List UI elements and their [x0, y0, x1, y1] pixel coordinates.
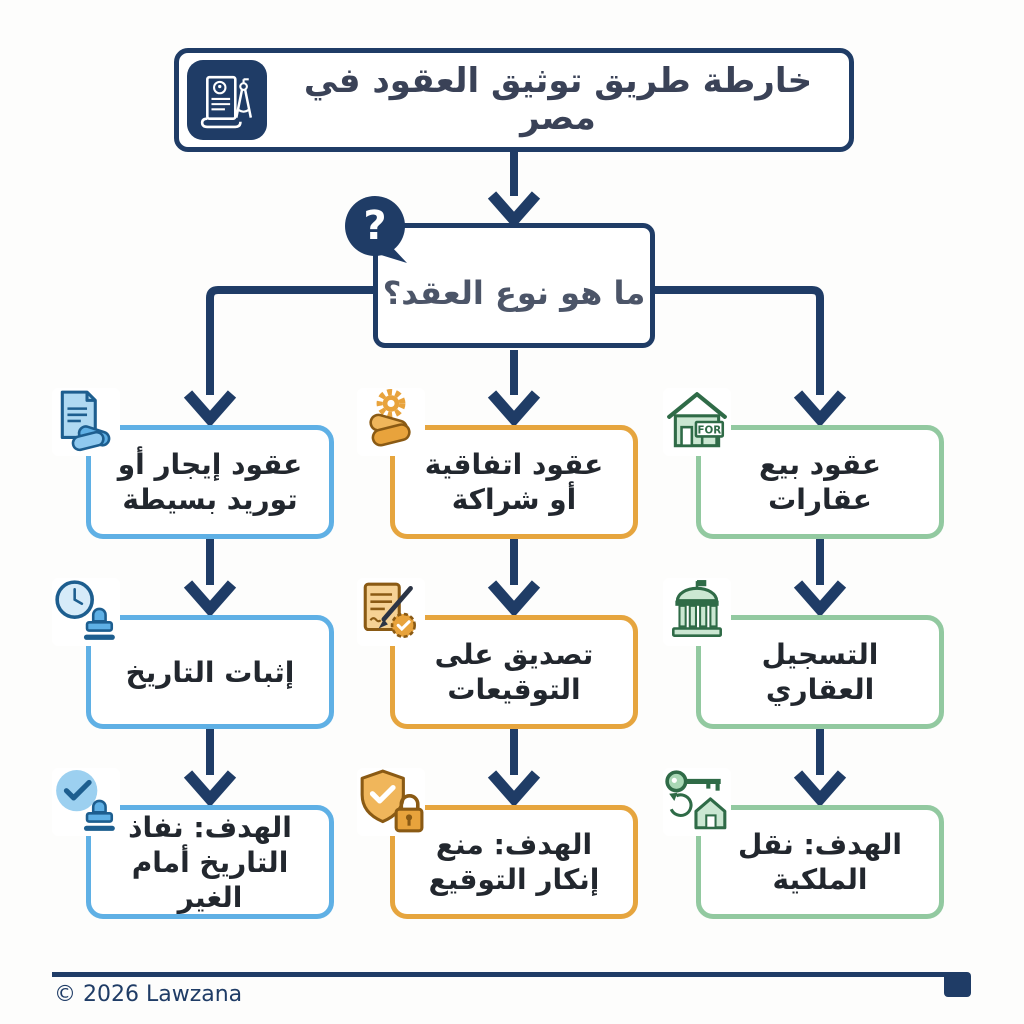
step-box-real-estate-sale-contracts: عقود بيع عقارات	[696, 425, 944, 539]
step-box-date-certification: إثبات التاريخ	[86, 615, 334, 729]
question-text: ما هو نوع العقد؟	[382, 273, 646, 312]
step-label: عقود إيجار أو توريد بسيطة	[117, 448, 303, 516]
copyright-text: © 2026 Lawzana	[54, 982, 243, 1007]
scroll-compass-icon	[187, 60, 267, 140]
step-label: التسجيل العقاري	[761, 638, 879, 706]
step-box-real-estate-registration: التسجيل العقاري	[696, 615, 944, 729]
footer-divider	[52, 972, 950, 977]
question-bubble-icon: ?	[341, 194, 413, 266]
step-label: تصديق على التوقيعات	[434, 638, 594, 706]
registry-building-icon	[663, 578, 731, 646]
step-label: الهدف: نقل الملكية	[738, 828, 902, 896]
step-label: الهدف: نفاذ التاريخ أمام الغير	[128, 810, 292, 914]
gear-handshake-icon	[357, 388, 425, 456]
clock-stamp-icon	[52, 578, 120, 646]
contract-handshake-icon	[52, 388, 120, 456]
footer-accent-square	[944, 972, 971, 997]
step-label: عقود بيع عقارات	[758, 448, 882, 516]
title-box: خارطة طريق توثيق العقود في مصر	[174, 48, 854, 152]
step-box-goal-date-effectiveness: الهدف: نفاذ التاريخ أمام الغير	[86, 805, 334, 919]
step-box-signature-authentication: تصديق على التوقيعات	[390, 615, 638, 729]
question-mark-glyph: ?	[363, 203, 386, 249]
step-box-goal-prevent-signature-denial: الهدف: منع إنكار التوقيع	[390, 805, 638, 919]
step-label: عقود اتفاقية أو شراكة	[424, 448, 604, 516]
page-title: خارطة طريق توثيق العقود في مصر	[303, 60, 813, 138]
house-for-sale-icon: FOR	[663, 388, 731, 456]
step-label: الهدف: منع إنكار التوقيع	[428, 828, 600, 896]
step-box-goal-ownership-transfer: الهدف: نقل الملكية	[696, 805, 944, 919]
shield-lock-icon	[357, 768, 425, 836]
for-sale-sign-text: FOR	[698, 424, 722, 436]
key-house-transfer-icon	[663, 768, 731, 836]
step-box-agreement-partnership-contracts: عقود اتفاقية أو شراكة	[390, 425, 638, 539]
step-label: إثبات التاريخ	[125, 655, 295, 689]
question-box: ما هو نوع العقد؟	[373, 223, 655, 348]
verified-stamp-icon	[52, 768, 120, 836]
signature-seal-icon	[357, 578, 425, 646]
step-box-lease-supply-contracts: عقود إيجار أو توريد بسيطة	[86, 425, 334, 539]
